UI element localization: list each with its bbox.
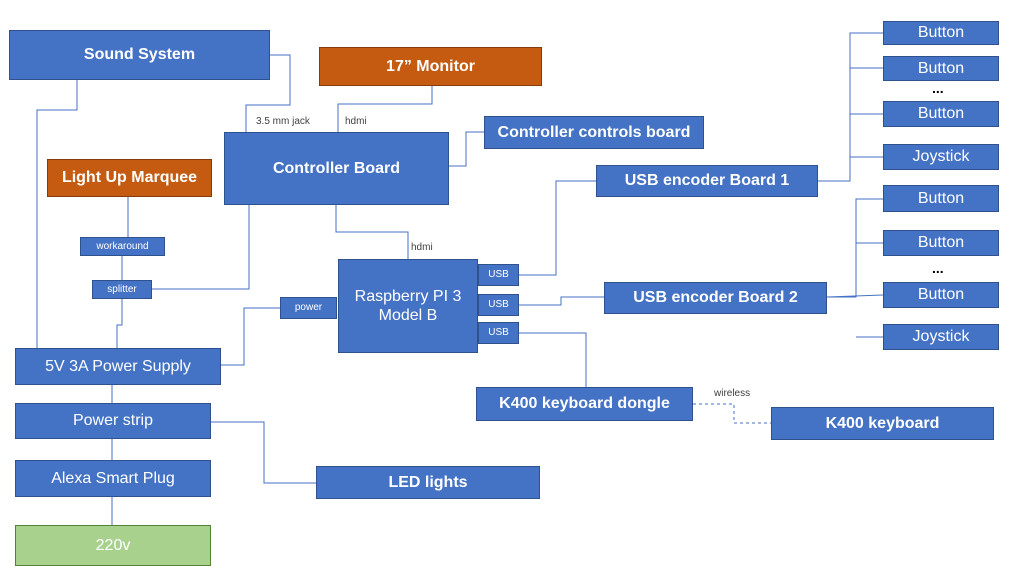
- edge-label-hdmi-monitor: hdmi: [345, 116, 367, 127]
- node-enc1-joystick: Joystick: [883, 144, 999, 170]
- port-usb-1: USB: [478, 264, 519, 286]
- wire-strip-led: [211, 421, 316, 484]
- node-raspberry-pi: Raspberry PI 3 Model B: [338, 259, 478, 353]
- wire-controller-pi: [335, 205, 409, 259]
- wire-sound-controller: [245, 54, 291, 132]
- node-enc1-button-c: Button: [883, 101, 999, 127]
- node-led-lights: LED lights: [316, 466, 540, 499]
- node-enc2-joystick: Joystick: [883, 324, 999, 350]
- wire-usb1-enc1: [519, 180, 596, 276]
- edge-label-hdmi-pi: hdmi: [411, 242, 433, 253]
- node-monitor: 17” Monitor: [319, 47, 542, 86]
- node-sound-system: Sound System: [9, 30, 270, 80]
- node-splitter: splitter: [92, 280, 152, 299]
- wire-controller-controls: [449, 131, 484, 167]
- port-usb-3: USB: [478, 322, 519, 344]
- wire-controller-splitter: [152, 205, 250, 290]
- node-power-strip: Power strip: [15, 403, 211, 439]
- wire-enc2-bus: [827, 198, 883, 298]
- node-alexa-smart-plug: Alexa Smart Plug: [15, 460, 211, 497]
- node-usb-encoder-2: USB encoder Board 2: [604, 282, 827, 314]
- node-enc1-button-a: Button: [883, 21, 999, 45]
- ellipsis-enc2: ...: [932, 260, 944, 276]
- node-enc2-button-a: Button: [883, 185, 999, 212]
- wire-splitter-power: [116, 299, 123, 348]
- node-mains-220v: 220v: [15, 525, 211, 566]
- node-light-up-marquee: Light Up Marquee: [47, 159, 212, 197]
- node-k400-keyboard: K400 keyboard: [771, 407, 994, 440]
- node-controller-controls-board: Controller controls board: [484, 116, 704, 149]
- node-enc2-button-b: Button: [883, 230, 999, 256]
- node-controller-board: Controller Board: [224, 132, 449, 205]
- wire-usb2-enc2: [519, 296, 604, 306]
- node-usb-encoder-1: USB encoder Board 1: [596, 165, 818, 197]
- node-k400-dongle: K400 keyboard dongle: [476, 387, 693, 421]
- port-power: power: [280, 297, 337, 319]
- wire-wireless: [693, 403, 771, 424]
- wire-enc1-bus: [818, 32, 883, 182]
- edge-label-wireless: wireless: [714, 388, 751, 399]
- wire-monitor-controller: [337, 86, 433, 132]
- port-usb-2: USB: [478, 294, 519, 316]
- node-enc2-button-c: Button: [883, 282, 999, 308]
- edge-label-audio-jack: 3.5 mm jack: [256, 116, 310, 127]
- ellipsis-enc1: ...: [932, 80, 944, 96]
- wire-power-pi: [221, 307, 280, 366]
- node-enc1-button-b: Button: [883, 56, 999, 81]
- wire-usb3-dongle: [519, 332, 587, 387]
- node-power-supply: 5V 3A Power Supply: [15, 348, 221, 385]
- wire-sound-power: [36, 80, 78, 348]
- node-workaround: workaround: [80, 237, 165, 256]
